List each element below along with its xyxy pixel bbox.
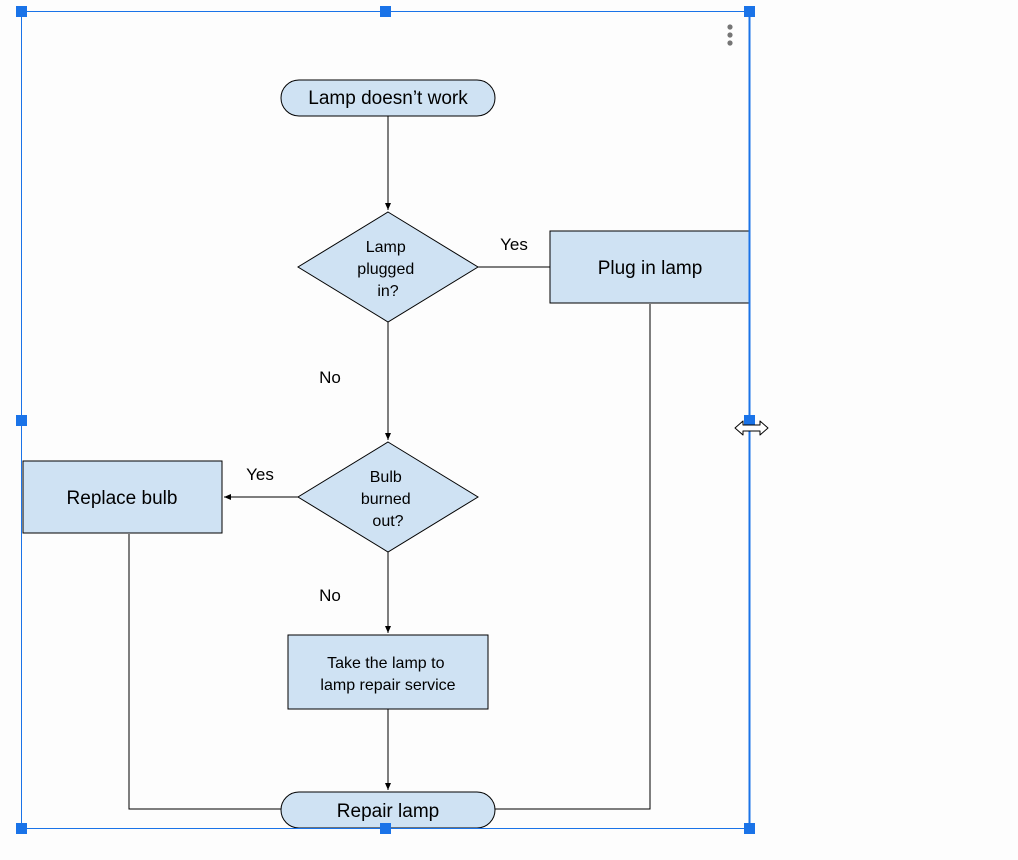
edge-replace-to-end[interactable] <box>128 534 282 810</box>
resize-handle-middle-right[interactable] <box>744 415 755 426</box>
node-repair-service-line-2: lamp repair service <box>320 677 455 694</box>
edge-label-plugged-no: No <box>319 368 341 387</box>
node-end-label: Repair lamp <box>337 801 439 822</box>
resize-handle-middle-left[interactable] <box>16 415 27 426</box>
resize-horizontal-cursor-icon <box>734 420 769 436</box>
node-bulb-label: Bulb burned out? <box>361 469 415 530</box>
node-bulb-decision[interactable]: Bulb burned out? <box>297 441 479 553</box>
node-start-terminal[interactable]: Lamp doesn’t work <box>280 79 496 117</box>
node-bulb-line-3: out? <box>372 513 403 530</box>
resize-handle-top-middle[interactable] <box>380 6 391 17</box>
node-plugged-line-3: in? <box>377 283 398 300</box>
node-plug-in-process[interactable]: Plug in lamp <box>549 230 750 304</box>
resize-handle-bottom-right[interactable] <box>744 823 755 834</box>
edge-label-bulb-yes: Yes <box>246 465 274 484</box>
resize-handle-bottom-left[interactable] <box>16 823 27 834</box>
node-repair-service-process[interactable]: Take the lamp to lamp repair service <box>287 634 489 710</box>
node-start-label: Lamp doesn’t work <box>308 88 468 109</box>
node-plugged-decision[interactable]: Lamp plugged in? <box>297 211 479 323</box>
node-repair-service-line-1: Take the lamp to <box>327 655 445 672</box>
more-vert-icon[interactable] <box>720 20 740 50</box>
node-bulb-line-2: burned <box>361 491 411 508</box>
node-plugged-label: Lamp plugged in? <box>357 239 418 300</box>
node-replace-label: Replace bulb <box>67 488 178 509</box>
node-plugged-line-2: plugged <box>357 261 414 278</box>
node-plug-in-label: Plug in lamp <box>598 258 703 279</box>
edge-label-plugged-yes: Yes <box>500 235 528 254</box>
node-repair-service-label: Take the lamp to lamp repair service <box>320 655 455 694</box>
resize-handle-top-right[interactable] <box>744 6 755 17</box>
node-replace-process[interactable]: Replace bulb <box>22 460 223 534</box>
node-end-terminal[interactable]: Repair lamp <box>280 791 496 829</box>
node-bulb-line-1: Bulb <box>370 469 402 486</box>
edge-label-bulb-no: No <box>319 586 341 605</box>
resize-handle-bottom-middle[interactable] <box>380 823 391 834</box>
edge-plugin-to-end[interactable] <box>494 304 651 810</box>
node-plugged-line-1: Lamp <box>366 239 406 256</box>
resize-handle-top-left[interactable] <box>16 6 27 17</box>
